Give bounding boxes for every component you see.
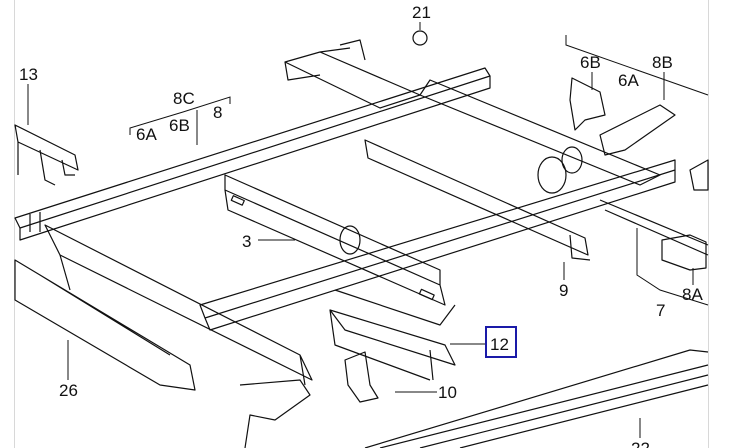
label-10[interactable]: 10 (438, 383, 457, 402)
part-lower-bracket[interactable] (239, 379, 311, 448)
part-side-rail-8[interactable] (14, 67, 491, 241)
label-6A-left[interactable]: 6A (136, 125, 157, 144)
label-8A[interactable]: 8A (682, 285, 703, 304)
frame-border-right (708, 0, 709, 448)
part-8B[interactable] (689, 159, 709, 191)
part-tube-cross-member[interactable] (419, 79, 661, 194)
part-3-cross-member[interactable] (224, 174, 446, 306)
part-12[interactable] (329, 289, 456, 381)
label-9[interactable]: 9 (559, 281, 568, 300)
part-6B-bracket[interactable] (569, 77, 606, 131)
part-10[interactable] (344, 351, 379, 403)
selected-part-highlight (485, 326, 517, 358)
label-22[interactable]: 22 (631, 439, 650, 448)
part-6A-bracket[interactable] (599, 104, 676, 156)
part-22-sill[interactable] (364, 349, 709, 448)
part-8A[interactable] (661, 234, 707, 271)
label-6B-left[interactable]: 6B (169, 116, 190, 135)
part-21-grommet[interactable] (412, 30, 428, 46)
label-8B[interactable]: 8B (652, 53, 673, 72)
label-21[interactable]: 21 (412, 3, 431, 22)
part-9[interactable] (364, 139, 591, 261)
part-front-rail[interactable] (199, 159, 676, 331)
label-8C[interactable]: 8C (173, 89, 195, 108)
leader-lines (27, 22, 709, 438)
part-13[interactable] (14, 124, 79, 186)
label-6A-right[interactable]: 6A (618, 71, 639, 90)
frame-border-left (14, 0, 15, 448)
label-13[interactable]: 13 (19, 65, 38, 84)
label-8[interactable]: 8 (213, 103, 222, 122)
part-mount-bracket[interactable] (284, 30, 428, 109)
label-7[interactable]: 7 (656, 301, 665, 320)
label-6B-right[interactable]: 6B (580, 53, 601, 72)
part-left-longitudinal[interactable] (44, 224, 313, 386)
label-12[interactable]: 12 (490, 335, 509, 354)
label-3[interactable]: 3 (242, 232, 251, 251)
part-7-rail[interactable] (599, 199, 709, 256)
part-26[interactable] (14, 259, 196, 391)
label-26[interactable]: 26 (59, 381, 78, 400)
